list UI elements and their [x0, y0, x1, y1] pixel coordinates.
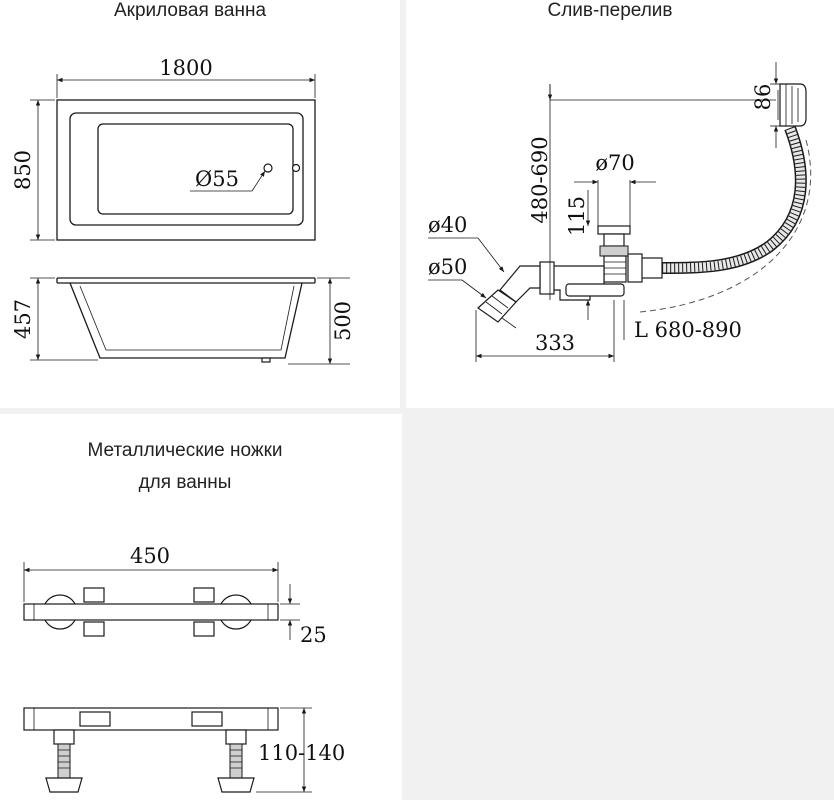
pipe50-label: ø50: [428, 255, 467, 279]
bracket-side: [191, 711, 223, 727]
leg-screw-right: [229, 743, 243, 779]
overflow-head: [779, 83, 807, 127]
overflow-head-rings: [785, 84, 799, 126]
outlet-neck: [603, 233, 625, 247]
front-height-label: 457: [11, 299, 35, 339]
adjust-height-label: 110-140: [258, 741, 345, 765]
leader: [501, 317, 517, 329]
leg-nut-left: [53, 729, 75, 745]
hose-range-arc: [639, 139, 812, 313]
bracket: [83, 587, 105, 603]
bar-height-label: 25: [300, 623, 327, 647]
leader-arrow: [461, 279, 487, 299]
leader-arrow: [477, 237, 505, 273]
bath-side-view: 457 500: [11, 277, 355, 365]
width-label: 850: [11, 150, 35, 190]
overflow-size-label: 86: [751, 84, 775, 111]
hose-ribs: [659, 126, 806, 273]
legs-title-line2: для ванны: [138, 472, 232, 493]
outlet-threads: [604, 261, 626, 275]
bath-inner: [79, 285, 295, 351]
legs-side-view: 110-140: [23, 707, 345, 793]
length-label: 1800: [159, 56, 212, 80]
hose-length-label: L 680-890: [634, 318, 742, 342]
hose-connector: [639, 257, 663, 279]
bath-top-view: Ø55 1800 850: [11, 56, 316, 241]
outlet-pipe-rings: [485, 295, 509, 315]
hose-outer: [659, 125, 807, 274]
bracket: [193, 621, 215, 637]
length-333-label: 333: [535, 331, 575, 355]
leg-width-label: 450: [130, 544, 170, 568]
bath-outline: [56, 99, 316, 241]
pipe40-label: ø40: [428, 213, 467, 237]
drain-stub: [261, 357, 271, 363]
leg-side-bar: [23, 707, 279, 731]
hose-inner: [659, 126, 806, 273]
outlet-body: [603, 255, 627, 283]
outlet-diameter-label: ø70: [595, 151, 634, 175]
legs-title-line1: Металлические ножки: [87, 440, 283, 461]
siphon-trap: [565, 283, 625, 297]
drain-title: Слив-перелив: [547, 0, 673, 21]
hole-label: Ø55: [195, 167, 239, 191]
leg-nut-right: [225, 729, 247, 745]
leg-foot-pad-left: [45, 777, 83, 793]
leg-foot-pad-right: [217, 777, 255, 793]
outlet-pipe: [477, 289, 517, 323]
leg-threads: [58, 749, 70, 769]
overflow-hole: [291, 163, 301, 173]
drain-overflow-drawing: 480-690 86 ø70 115 ø40 ø50: [428, 62, 812, 362]
leg-threads: [230, 749, 242, 769]
bath-body: [69, 282, 303, 359]
legs-top-view: 450 25: [23, 544, 327, 647]
outlet-flange: [597, 225, 631, 235]
divider-mid: [400, 0, 406, 408]
leg-screw-left: [57, 743, 71, 779]
leg-bar: [23, 603, 279, 621]
bath-title: Акриловая ванна: [113, 0, 267, 21]
hose-nut: [627, 253, 643, 283]
outlet-ring: [599, 245, 629, 257]
bracket: [193, 587, 215, 603]
drain-hole: [263, 163, 273, 173]
siphon-nut: [539, 261, 555, 295]
total-height-label: 500: [331, 301, 355, 341]
bracket: [83, 621, 105, 637]
outlet-height-label: 115: [565, 196, 589, 236]
empty-panel: [402, 412, 834, 800]
hole-leader-arrow: [251, 170, 266, 192]
divider-top: [0, 408, 834, 414]
overflow-height-label: 480-690: [528, 136, 552, 223]
bath-rim: [69, 112, 304, 226]
bracket-side: [79, 711, 111, 727]
